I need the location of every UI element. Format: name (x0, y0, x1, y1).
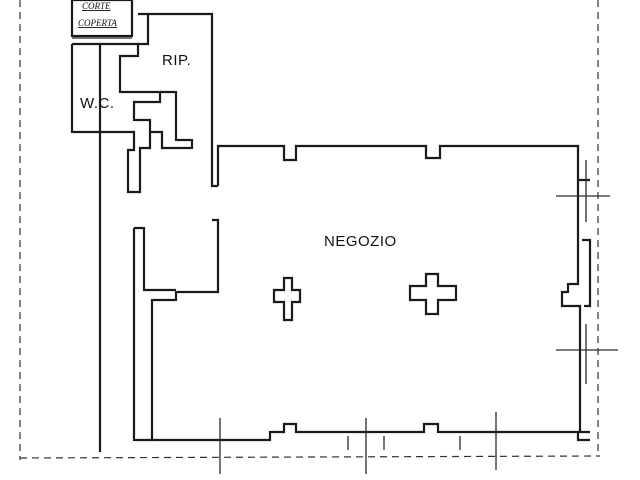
corte-coperta-area (70, 0, 134, 39)
column-right (408, 272, 458, 316)
opening-marks (219, 160, 618, 474)
negozio-walls (152, 144, 592, 442)
corridor-walls (98, 132, 220, 452)
corte-label-line1: CORTE (82, 1, 111, 11)
corte-label-line2: COPERTA (78, 18, 117, 28)
wc-label: W.C. (80, 95, 115, 112)
rip-label: RIP. (162, 52, 191, 69)
property-boundary (19, 0, 601, 460)
column-left (272, 276, 302, 322)
negozio-label: NEGOZIO (324, 233, 397, 250)
